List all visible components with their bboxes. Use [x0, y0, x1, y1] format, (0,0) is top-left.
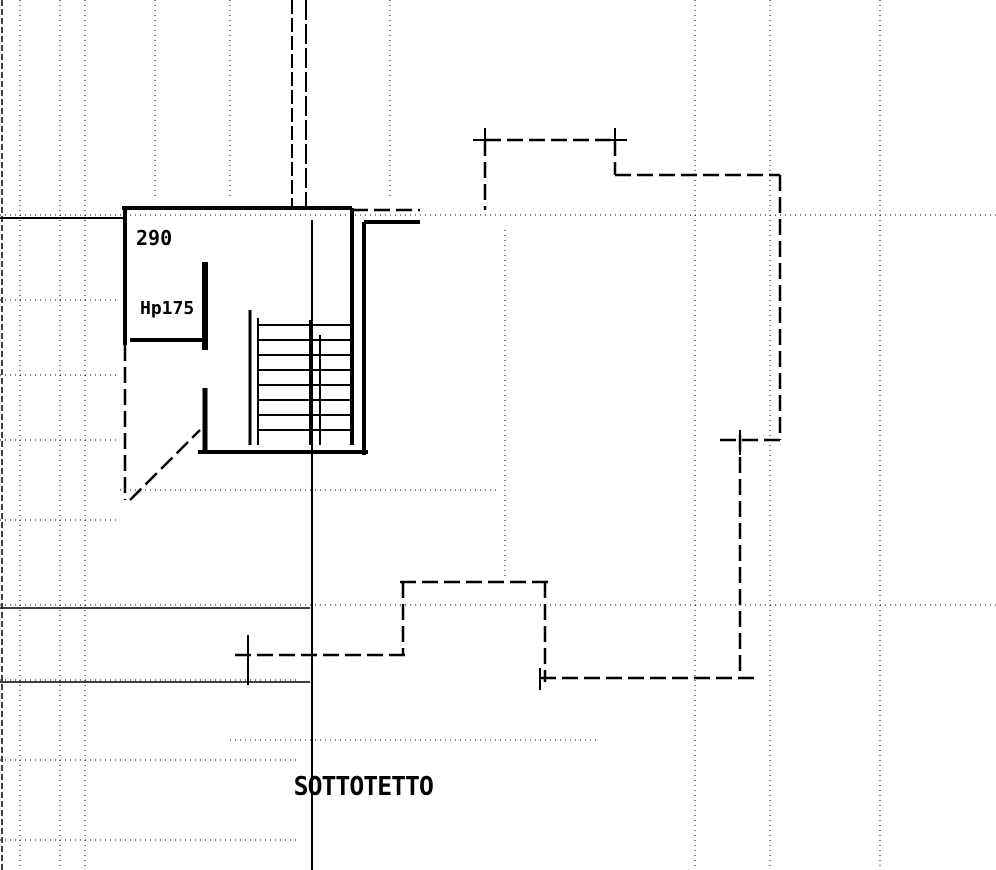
stair-room-walls: [122, 206, 420, 455]
stair-treads: [257, 318, 352, 445]
height-label: Hp175: [140, 298, 195, 319]
cross-marks: [247, 128, 741, 690]
room-label: SOTTOTETTO: [293, 772, 434, 802]
dashed-outlines: [123, 138, 785, 682]
dimension-label: 290: [136, 226, 173, 250]
